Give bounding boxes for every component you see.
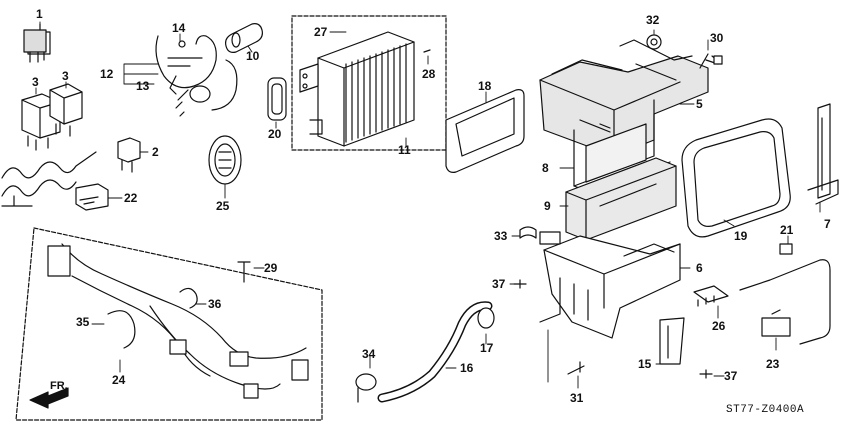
callout-13: 13 (136, 79, 150, 93)
callout-19: 19 (734, 229, 748, 243)
callout-7: 7 (824, 217, 831, 231)
callout-37b: 37 (724, 369, 738, 383)
band-drawing (179, 287, 198, 309)
callout-22: 22 (124, 191, 138, 205)
nut-drawing (646, 34, 662, 50)
callout-34: 34 (362, 347, 376, 361)
callout-23: 23 (766, 357, 780, 371)
bracket-lower-drawing (659, 317, 685, 365)
callout-28: 28 (422, 67, 436, 81)
relay-socket-drawing (117, 137, 141, 173)
bolt-harness-drawing (237, 261, 251, 283)
callout-2: 2 (152, 145, 159, 159)
callout-32: 32 (646, 13, 660, 27)
cable-clip-drawing (107, 310, 136, 349)
callout-33: 33 (494, 229, 508, 243)
leader-lines (35, 21, 821, 389)
screw-b-drawing (699, 369, 713, 379)
callout-3b: 3 (62, 69, 69, 83)
expansion-valve-drawing (155, 35, 238, 117)
callout-18: 18 (478, 79, 492, 93)
lower-case-drawing (539, 231, 681, 339)
seal-frame-right-drawing (681, 118, 791, 238)
clamp-drawing (519, 226, 537, 239)
callout-36: 36 (208, 297, 222, 311)
callout-14: 14 (172, 21, 186, 35)
relay-bracket-drawing (1, 151, 97, 207)
sleeve-drawing (225, 23, 263, 53)
bolt-top-drawing (699, 53, 723, 69)
callout-37a: 37 (492, 277, 506, 291)
connector-drawing (693, 285, 729, 307)
harness-box-outline (15, 227, 323, 421)
grommet-oval-drawing (208, 135, 242, 185)
callout-6: 6 (696, 261, 703, 275)
callout-29: 29 (264, 261, 278, 275)
callout-25: 25 (216, 199, 230, 213)
callout-3a: 3 (32, 75, 39, 89)
upper-case-drawing (539, 39, 709, 157)
seal-frame-left-drawing (445, 89, 525, 173)
bolt-lower-drawing (567, 361, 585, 375)
callout-27: 27 (314, 25, 328, 39)
relay-small-drawing (23, 23, 51, 63)
evaporator-drawing (299, 31, 431, 147)
callout-9: 9 (544, 199, 551, 213)
callout-24: 24 (112, 373, 126, 387)
callout-21: 21 (780, 223, 794, 237)
hose-clamp-drawing (355, 373, 377, 403)
switch-resistor-drawing (75, 183, 109, 211)
relay-b-drawing (49, 83, 83, 137)
callout-11: 11 (398, 143, 411, 157)
callout-31: 31 (570, 391, 584, 405)
drain-hose-drawing (377, 301, 495, 403)
callout-5: 5 (696, 97, 703, 111)
callout-35: 35 (76, 315, 90, 329)
callout-10: 10 (246, 49, 260, 63)
callout-8: 8 (542, 161, 549, 175)
figure-code: ST77-Z0400A (726, 404, 805, 416)
thermostat-bolt-drawing (779, 243, 793, 255)
seal-b-drawing (565, 157, 677, 241)
bracket-right-drawing (807, 103, 839, 205)
callout-12: 12 (100, 67, 114, 81)
wire-harness-drawing (47, 243, 309, 399)
front-direction-label: FR. (50, 380, 68, 392)
callout-1: 1 (36, 7, 43, 21)
callout-15: 15 (638, 357, 652, 371)
callout-20: 20 (268, 127, 282, 141)
callout-17: 17 (480, 341, 494, 355)
callout-26: 26 (712, 319, 726, 333)
seal-small-drawing (267, 77, 287, 121)
callout-16: 16 (460, 361, 474, 375)
callout-30: 30 (710, 31, 724, 45)
thermostat-drawing (739, 259, 831, 345)
front-direction-arrow (29, 387, 69, 409)
